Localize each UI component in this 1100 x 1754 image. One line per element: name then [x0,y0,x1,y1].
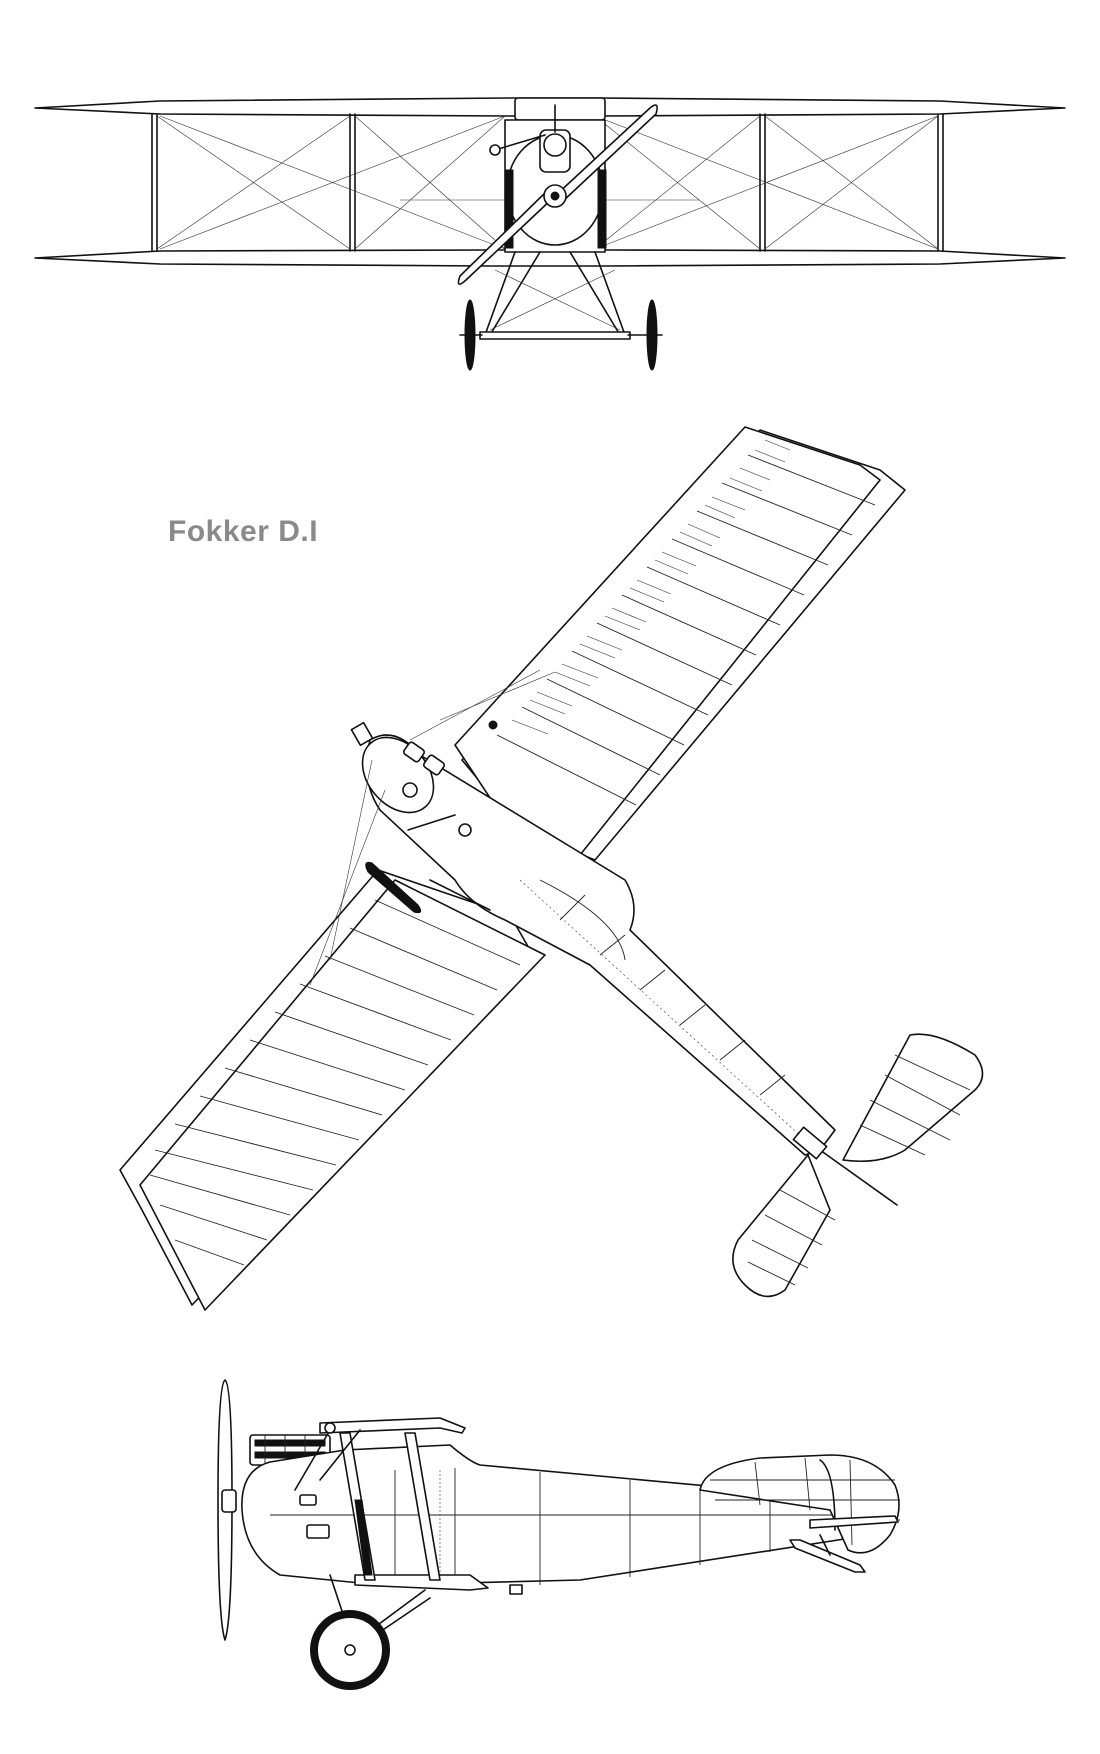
plan-rudder [819,1149,898,1206]
side-landing-gear [310,1574,431,1690]
side-window-2 [306,1524,330,1539]
plan-tail-right [842,1033,984,1163]
plan-ribs-right [496,454,876,806]
plan-tail-left-ribs [747,1189,836,1286]
plan-wires [309,669,556,986]
interplane-struts [151,113,944,252]
plan-propeller [365,861,422,914]
side-struts [294,1422,441,1581]
side-lower-wing [354,1574,489,1591]
side-tailplane [809,1515,899,1529]
plan-struts [407,720,498,911]
front-propeller [457,104,658,285]
side-view [217,1379,900,1690]
side-step [509,1584,523,1595]
side-fin [699,1454,900,1554]
plan-engine-cowl [350,721,472,837]
aircraft-title: Fokker D.I [168,515,319,548]
side-upper-wing [319,1417,466,1434]
front-landing-gear [459,251,663,371]
side-fuselage-frames [270,1468,860,1585]
side-window-1 [299,1494,317,1506]
plan-wing-left-trailing [139,879,546,1311]
side-tail-skid [789,1539,866,1573]
plan-wing-right [454,426,881,856]
plan-ribs-left [149,899,521,1266]
plan-tail-left [732,1154,831,1298]
plan-tail-right-ribs [859,1054,971,1156]
plan-rib-ticks-right [511,439,791,735]
plan-fuselage-frames [559,894,786,1096]
plan-view [119,426,984,1311]
front-lower-wing [34,249,1066,267]
